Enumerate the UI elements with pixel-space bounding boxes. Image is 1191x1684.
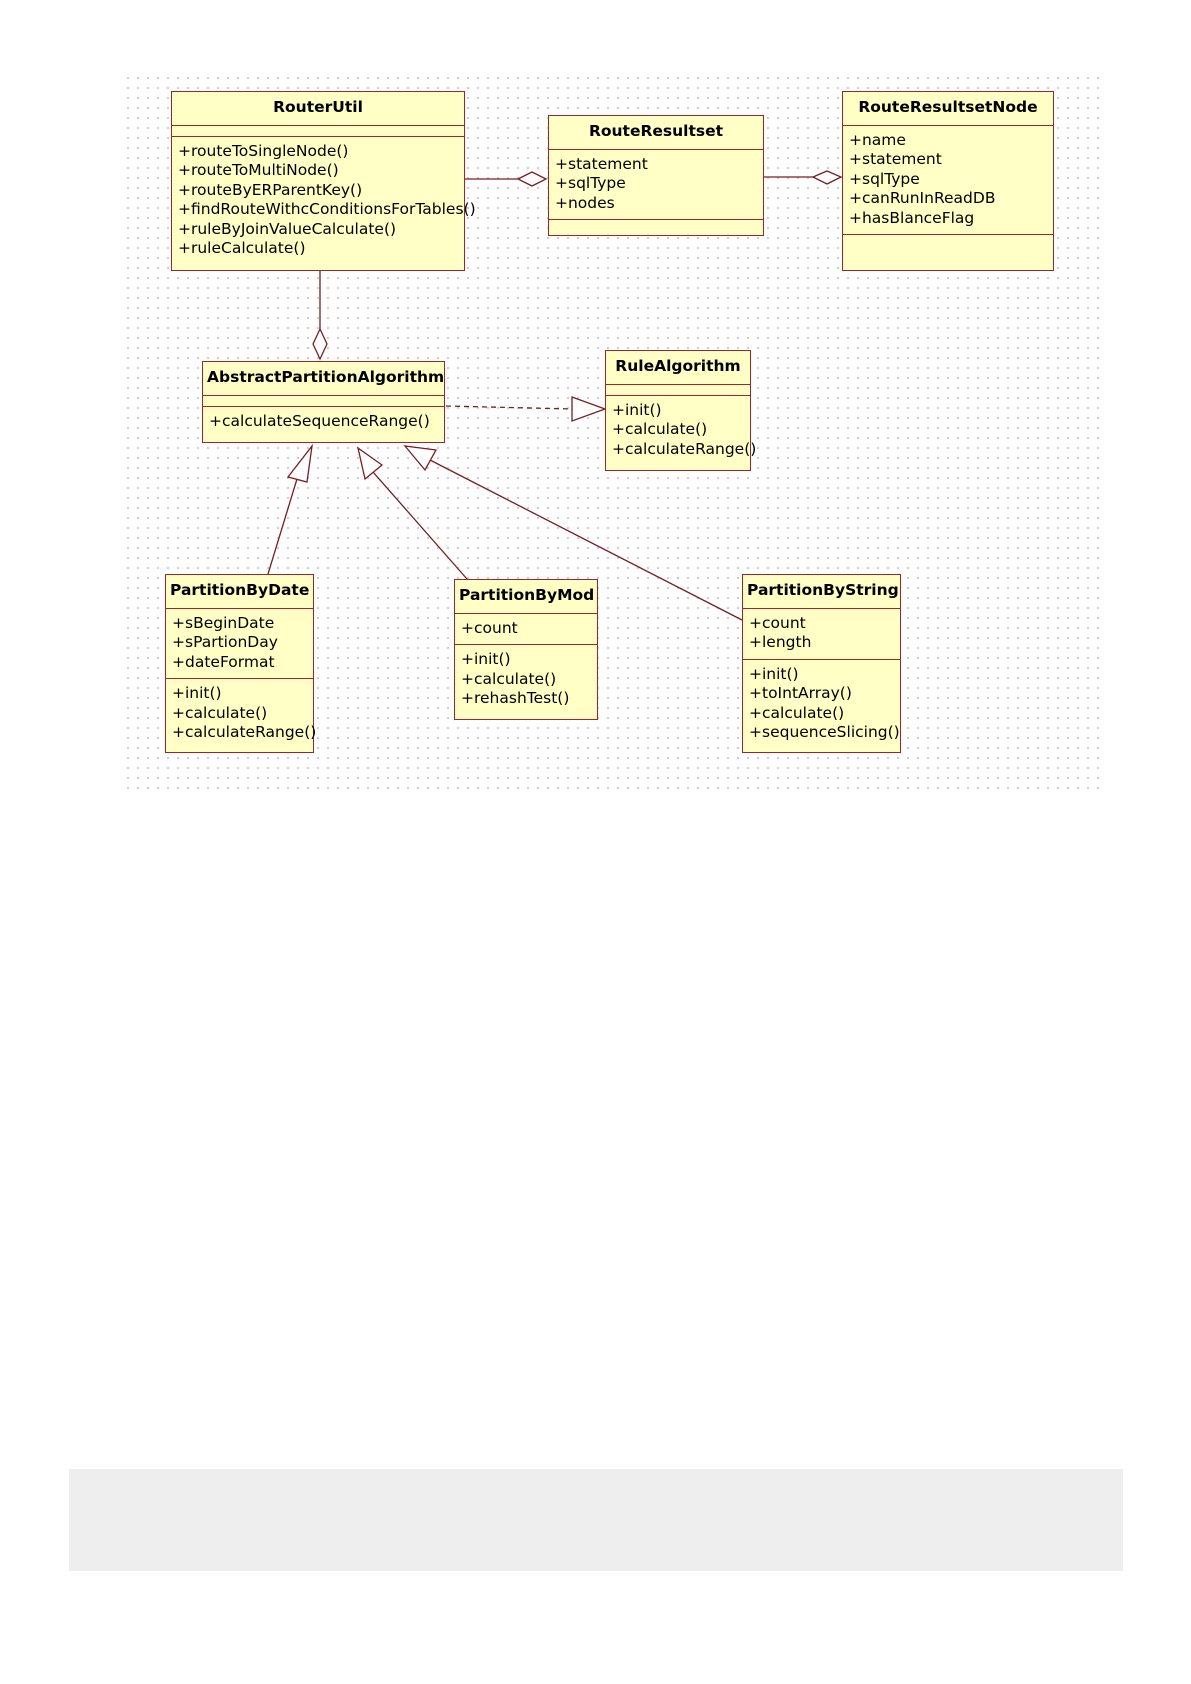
class-name: RouteResultset — [549, 116, 763, 150]
attribute: +name — [849, 130, 906, 149]
footer-gray-panel — [69, 1469, 1123, 1571]
class-name: PartitionByMod — [455, 580, 597, 614]
attribute: +sqlType — [849, 169, 920, 188]
attribute: +dateFormat — [172, 652, 275, 671]
method: +calculate() — [749, 703, 845, 722]
attributes-section — [172, 126, 464, 137]
attribute: +count — [461, 618, 518, 637]
attribute: +statement — [849, 150, 942, 168]
methods-section — [843, 235, 1053, 245]
method: +routeToSingleNode() — [178, 141, 349, 160]
class-partition-by-mod[interactable]: PartitionByMod +count +init() +calculate… — [454, 579, 598, 720]
methods-section: +init() +calculate() +calculateRange() — [606, 396, 757, 466]
class-name: AbstractPartitionAlgorithm — [203, 362, 444, 396]
class-partition-by-date[interactable]: PartitionByDate +sBeginDate +sPartionDay… — [165, 574, 317, 753]
method: +findRouteWithcConditionsForTables() — [178, 200, 476, 218]
attribute: +count — [749, 613, 806, 632]
class-abstract-partition-algorithm[interactable]: AbstractPartitionAlgorithm +calculateSeq… — [202, 361, 445, 443]
attribute: +sPartionDay — [172, 633, 278, 651]
attributes-section: +count +length — [743, 609, 900, 660]
methods-section: +calculateSequenceRange() — [203, 407, 444, 438]
attributes-section: +count — [455, 614, 597, 645]
attributes-section — [203, 396, 444, 407]
attributes-section — [606, 385, 750, 396]
method: +calculate() — [461, 669, 557, 688]
class-name: PartitionByDate — [166, 575, 313, 609]
methods-section: +init() +calculate() +rehashTest() — [455, 645, 597, 715]
attribute: +length — [749, 633, 812, 651]
method: +routeByERParentKey() — [178, 180, 363, 199]
class-partition-by-string[interactable]: PartitionByString +count +length +init()… — [742, 574, 901, 753]
method: +calculateRange() — [612, 439, 757, 458]
class-name: RuleAlgorithm — [606, 351, 750, 385]
methods-section: +init() +calculate() +calculateRange() — [166, 679, 317, 749]
method: +init() — [461, 650, 511, 668]
methods-section — [549, 220, 763, 230]
method: +calculate() — [612, 420, 708, 438]
attribute: +hasBlanceFlag — [849, 208, 975, 227]
method: +calculate() — [172, 703, 268, 722]
attribute: +sqlType — [555, 174, 626, 192]
class-name: RouterUtil — [172, 92, 464, 126]
attribute: +statement — [555, 154, 648, 173]
class-rule-algorithm[interactable]: RuleAlgorithm +init() +calculate() +calc… — [605, 350, 757, 471]
method: +calculateRange() — [172, 723, 317, 741]
attributes-section: +name +statement +sqlType +canRunInReadD… — [843, 126, 1053, 235]
method: +init() — [172, 684, 222, 702]
method: +routeToMultiNode() — [178, 161, 339, 179]
class-name: RouteResultsetNode — [843, 92, 1053, 126]
method: +init() — [612, 400, 662, 419]
attribute: +nodes — [555, 193, 615, 212]
method: +rehashTest() — [461, 689, 570, 707]
methods-section: +init() +toIntArray() +calculate() +sequ… — [743, 660, 900, 749]
method: +toIntArray() — [749, 684, 852, 702]
method: +ruleCalculate() — [178, 239, 306, 257]
method: +sequenceSlicing() — [749, 723, 900, 741]
class-route-resultset[interactable]: RouteResultset +statement +sqlType +node… — [548, 115, 764, 236]
attribute: +canRunInReadDB — [849, 189, 996, 207]
methods-section: +routeToSingleNode() +routeToMultiNode()… — [172, 137, 476, 265]
method: +init() — [749, 664, 799, 683]
attributes-section: +sBeginDate +sPartionDay +dateFormat — [166, 609, 313, 679]
attributes-section: +statement +sqlType +nodes — [549, 150, 763, 220]
method: +calculateSequenceRange() — [209, 411, 430, 430]
attribute: +sBeginDate — [172, 613, 275, 632]
class-router-util[interactable]: RouterUtil +routeToSingleNode() +routeTo… — [171, 91, 476, 271]
class-route-resultset-node[interactable]: RouteResultsetNode +name +statement +sql… — [842, 91, 1054, 271]
class-name: PartitionByString — [743, 575, 900, 609]
method: +ruleByJoinValueCalculate() — [178, 219, 397, 238]
